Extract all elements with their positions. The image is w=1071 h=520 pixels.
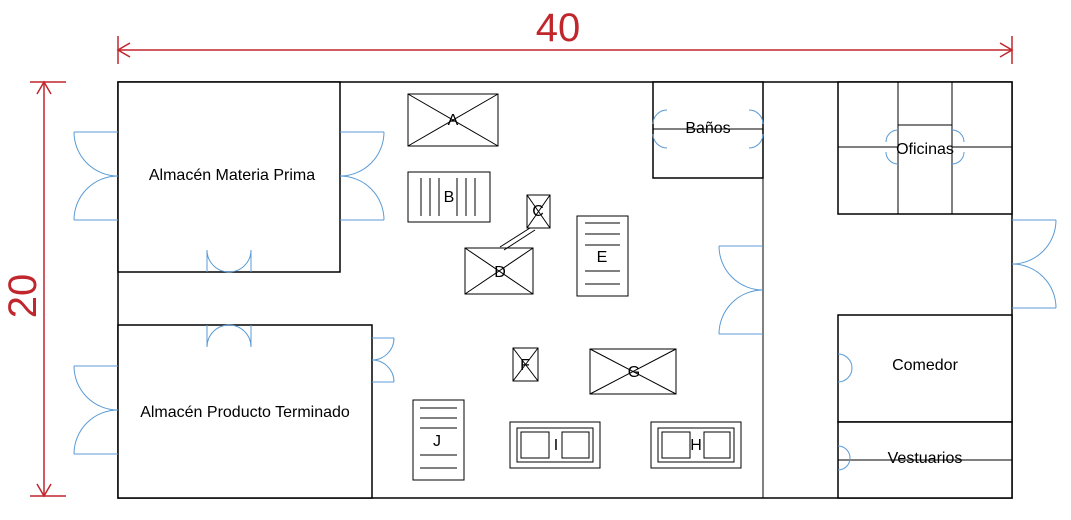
offices-label: Oficinas [896, 141, 954, 158]
door-raw-materials-exterior [73, 131, 119, 221]
raw-materials-label: Almacén Materia Prima [149, 167, 315, 184]
finished-goods-warehouse [117, 324, 373, 499]
machine-i: I [509, 421, 601, 469]
conveyor-c-d [499, 227, 531, 248]
height-dimension: 20 [1, 80, 66, 498]
dining-label: Comedor [892, 357, 958, 374]
width-label: 40 [536, 6, 581, 50]
machine-b: B [407, 171, 491, 223]
machine-d-label: D [494, 264, 506, 281]
width-dimension: 40 [116, 6, 1014, 64]
machine-d: D [464, 247, 534, 295]
machine-f-label: F [520, 357, 530, 374]
door-finished-goods-exterior [73, 365, 119, 455]
finished-goods-label: Almacén Producto Terminado [140, 404, 350, 421]
machine-j: J [412, 399, 465, 481]
raw-materials-warehouse [117, 81, 341, 273]
machine-b-label: B [444, 189, 455, 206]
bathrooms-label: Baños [685, 120, 730, 137]
door-bathrooms [652, 109, 764, 149]
machine-g: G [589, 348, 677, 395]
height-label: 20 [1, 274, 45, 319]
door-main-entrance [1011, 219, 1057, 309]
machine-h-label: H [690, 437, 702, 454]
machine-h: H [650, 421, 742, 469]
door-lockers [837, 445, 851, 471]
machine-e: E [576, 215, 629, 297]
machine-f: F [512, 347, 539, 382]
door-raw-materials-interior [339, 131, 385, 221]
machine-g-label: G [628, 364, 640, 381]
dining-room [837, 314, 1013, 423]
machine-c: C [526, 194, 551, 229]
bathrooms [652, 81, 764, 179]
machine-i-label: I [554, 437, 558, 454]
machine-a-label: A [448, 112, 459, 129]
door-corridor [718, 245, 764, 335]
machine-e-label: E [597, 249, 608, 266]
door-raw-materials-bottom [206, 249, 252, 273]
offices [837, 81, 1013, 215]
lockers-label: Vestuarios [888, 450, 963, 467]
machine-a: A [407, 93, 499, 147]
door-finished-goods-interior [371, 337, 395, 383]
door-offices [885, 129, 965, 165]
door-dining [837, 353, 853, 383]
machine-c-label: C [532, 203, 544, 220]
machine-j-label: J [433, 433, 441, 450]
door-finished-goods-top [206, 324, 252, 348]
